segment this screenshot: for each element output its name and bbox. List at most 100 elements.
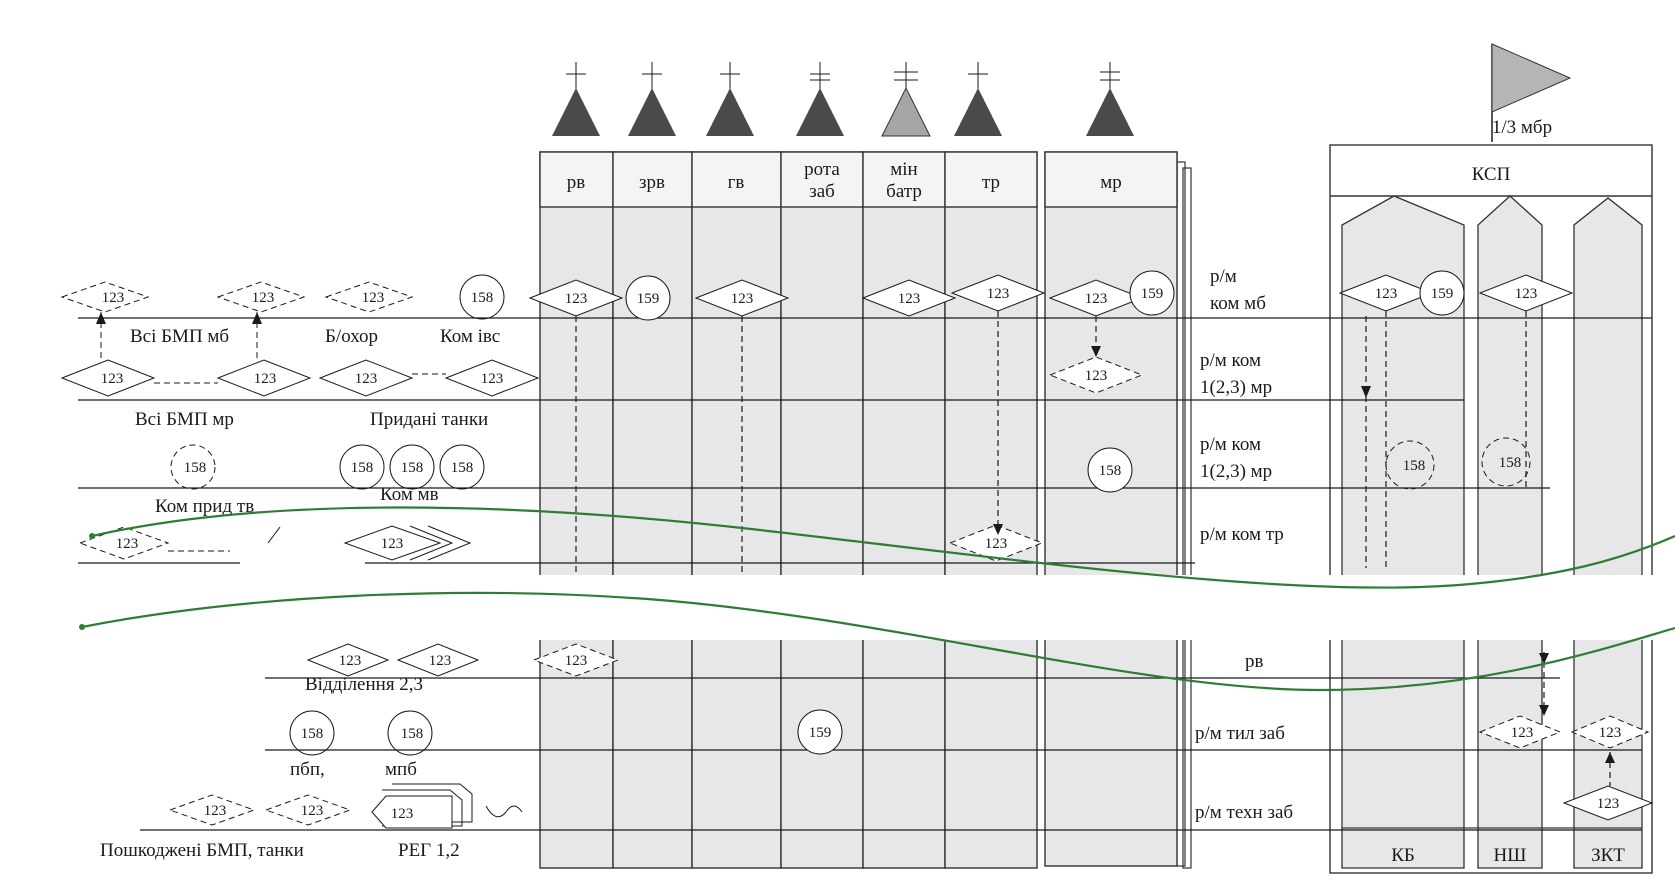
column-zrv bbox=[612, 151, 693, 869]
column-rota-zab bbox=[780, 151, 864, 869]
reg-station-symbol: 123 bbox=[371, 783, 523, 829]
station-circle bbox=[459, 274, 505, 320]
headquarters-flag-label: 1/3 мбр bbox=[1492, 117, 1552, 138]
station-diamond-dashed bbox=[60, 281, 150, 313]
station-circle bbox=[1419, 270, 1465, 316]
triangle-symbol-gv bbox=[706, 62, 754, 136]
station-code: 158 bbox=[1099, 463, 1122, 479]
station-code: 123 bbox=[381, 536, 404, 552]
column-min-batr bbox=[862, 151, 946, 869]
station-diamond-dashed bbox=[324, 281, 414, 313]
station-code: 123 bbox=[254, 371, 277, 387]
stations-row-mr-2: 158 158 158 158 158 158 158 bbox=[170, 437, 1531, 493]
stations-row-rv: 123 123 123 bbox=[306, 643, 620, 677]
station-circle bbox=[625, 275, 671, 321]
station-code: 123 bbox=[362, 290, 385, 306]
unit-symbols bbox=[552, 62, 1134, 137]
station-code: 123 bbox=[1511, 725, 1534, 741]
station-code: 158 bbox=[451, 460, 474, 476]
column-tr bbox=[944, 151, 1038, 869]
triangle-symbol-rv bbox=[552, 62, 600, 136]
headquarters-flag: 1/3 мбр bbox=[1491, 43, 1572, 142]
station-code: 123 bbox=[565, 653, 588, 669]
station-code: 123 bbox=[339, 653, 362, 669]
label-viddilennia: Відділення 2,3 bbox=[305, 674, 423, 695]
station-diamond-dashed bbox=[1570, 715, 1650, 749]
station-code: 123 bbox=[102, 290, 125, 306]
torn-gap bbox=[0, 575, 1675, 640]
station-diamond bbox=[694, 279, 790, 317]
station-diamond bbox=[60, 359, 156, 397]
station-code: 158 bbox=[471, 290, 494, 306]
station-diamond bbox=[318, 359, 414, 397]
station-code: 123 bbox=[101, 371, 124, 387]
network-label-til: р/м тил заб bbox=[1195, 723, 1285, 744]
station-code: 123 bbox=[1085, 291, 1108, 307]
station-circle-dashed bbox=[170, 444, 216, 490]
stations-row-mr-1: 123 123 123 123 123 bbox=[60, 312, 1144, 397]
ksp-section-label-kb: КБ bbox=[1391, 845, 1415, 866]
station-circle bbox=[389, 444, 435, 490]
label-attached-tanks: Придані танки bbox=[370, 409, 488, 430]
triangle-symbol-rota-zab bbox=[796, 62, 844, 136]
station-code: 159 bbox=[809, 725, 832, 741]
column-mr bbox=[1044, 151, 1178, 867]
station-code: 159 bbox=[1431, 286, 1454, 302]
ksp-section-kb bbox=[1341, 195, 1465, 869]
station-circle bbox=[387, 710, 433, 756]
station-circle bbox=[1129, 270, 1175, 316]
station-diamond bbox=[343, 525, 442, 561]
label-all-bmp-mr: Всі БМП мр bbox=[135, 409, 234, 430]
label-all-bmp-mb: Всі БМП мб bbox=[130, 326, 229, 347]
station-code: 123 bbox=[1085, 368, 1108, 384]
stations-row-tekhn: 123 123 123 123 bbox=[168, 783, 1654, 829]
station-code: 123 bbox=[429, 653, 452, 669]
column-gv bbox=[691, 151, 782, 869]
unit-columns bbox=[539, 151, 1192, 869]
station-circle-dashed bbox=[1481, 437, 1531, 487]
station-code: 123 bbox=[481, 371, 504, 387]
arrowheads bbox=[96, 312, 1615, 763]
station-diamond-dashed bbox=[1478, 715, 1562, 749]
column-label-zrv: зрв bbox=[639, 172, 665, 193]
network-label-rv: рв bbox=[1245, 651, 1264, 672]
station-diamond-dashed bbox=[216, 281, 306, 313]
station-code: 123 bbox=[1375, 286, 1398, 302]
label-kom-isv: Ком івс bbox=[440, 326, 500, 347]
station-code: 159 bbox=[1141, 286, 1164, 302]
connection-lines bbox=[575, 311, 1611, 786]
station-circle bbox=[289, 710, 335, 756]
station-diamond bbox=[861, 279, 957, 317]
station-code: 123 bbox=[355, 371, 378, 387]
label-mpb: мпб bbox=[385, 759, 417, 780]
station-code: 123 bbox=[1597, 796, 1620, 812]
triangle-symbol-mr bbox=[1086, 62, 1134, 136]
station-code: 123 bbox=[391, 806, 414, 822]
network-lines bbox=[78, 317, 1652, 831]
route-start-dot bbox=[89, 533, 95, 539]
station-code: 158 bbox=[184, 460, 207, 476]
station-code: 123 bbox=[301, 803, 324, 819]
ksp-block: КСП КБ НШ ЗКТ bbox=[1329, 144, 1653, 874]
station-diamond bbox=[1562, 785, 1654, 821]
station-circle bbox=[797, 709, 843, 755]
station-circle bbox=[339, 444, 385, 490]
label-reg: РЕГ 1,2 bbox=[398, 840, 460, 861]
station-code: 123 bbox=[252, 290, 275, 306]
ksp-section-label-zkt: ЗКТ bbox=[1591, 845, 1625, 866]
column-mr-shadow bbox=[1176, 161, 1186, 867]
triangle-symbol-zrv bbox=[628, 62, 676, 136]
station-code: 123 bbox=[565, 291, 588, 307]
column-mr-shadow bbox=[1182, 167, 1192, 869]
triangle-symbol-min-batr bbox=[881, 62, 931, 137]
stations-row-mb: 123 123 123 158 123 159 123 123 123 123 … bbox=[60, 270, 1574, 321]
station-diamond bbox=[528, 279, 624, 317]
station-diamond bbox=[1478, 274, 1574, 312]
station-code: 158 bbox=[1499, 455, 1522, 471]
